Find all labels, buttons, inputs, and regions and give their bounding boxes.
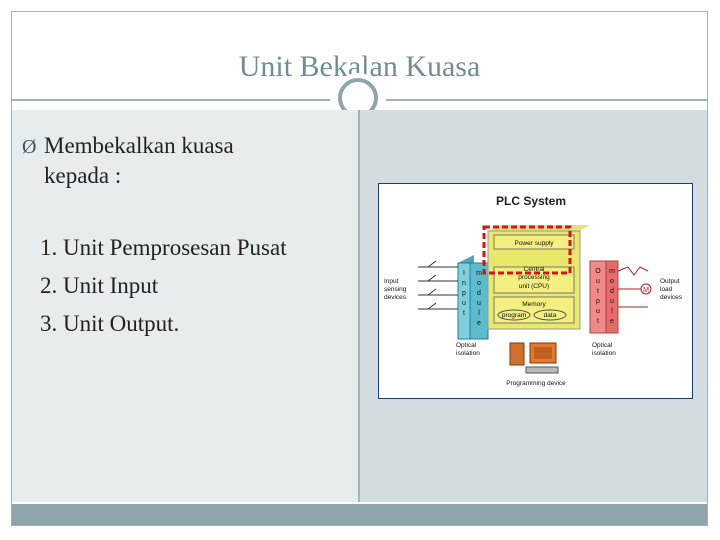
diagram-header xyxy=(379,184,692,222)
svg-text:Input: Input xyxy=(384,278,399,285)
svg-text:d: d xyxy=(477,290,481,297)
numbered-list: 1. Unit Pemprosesan Pusat 2. Unit Input … xyxy=(40,233,287,347)
svg-text:sensing: sensing xyxy=(384,286,407,293)
motor-symbol: M xyxy=(643,287,649,294)
slide-frame xyxy=(11,11,708,526)
input-devices-label: Input sensing devices xyxy=(384,278,407,301)
svg-text:p: p xyxy=(462,290,466,297)
svg-text:u: u xyxy=(596,308,600,315)
svg-text:I: I xyxy=(463,270,465,277)
svg-text:p: p xyxy=(596,298,600,305)
input-module-text: I n p u t m o d u l e xyxy=(462,270,482,327)
svg-text:l: l xyxy=(478,310,480,317)
svg-text:u: u xyxy=(610,298,614,305)
svg-text:t: t xyxy=(597,318,599,325)
input-switches xyxy=(418,260,458,310)
programming-device xyxy=(509,342,559,374)
input-module xyxy=(457,255,489,340)
svg-text:u: u xyxy=(477,300,481,307)
bullet-point: Ø Membekalkan kuasa xyxy=(22,131,234,162)
svg-text:data: data xyxy=(544,312,557,319)
output-loads xyxy=(617,266,652,308)
content-panel-left xyxy=(12,110,358,502)
svg-text:u: u xyxy=(462,300,466,307)
footer-bar xyxy=(12,504,707,525)
svg-text:Memory: Memory xyxy=(522,301,546,308)
svg-text:isolation: isolation xyxy=(456,350,480,357)
svg-text:t: t xyxy=(597,288,599,295)
slide-title: Unit Bekalan Kuasa xyxy=(238,50,481,83)
svg-text:processing: processing xyxy=(518,274,550,281)
list-item: 3. Unit Output. xyxy=(40,311,180,336)
svg-text:devices: devices xyxy=(384,294,407,301)
diagram-title: PLC System xyxy=(496,194,566,208)
svg-text:O: O xyxy=(595,268,601,275)
svg-text:u: u xyxy=(596,278,600,285)
svg-text:unit (CPU): unit (CPU) xyxy=(519,283,549,290)
bullet-arrow-icon: Ø xyxy=(22,136,37,158)
plc-system-diagram: PLC System I n p u t m o d u l e Power s… xyxy=(378,183,693,399)
svg-text:Power supply: Power supply xyxy=(514,240,554,247)
svg-text:Optical: Optical xyxy=(456,342,477,349)
output-devices-label: Output load devices xyxy=(660,278,683,301)
svg-text:n: n xyxy=(462,280,466,287)
svg-text:m: m xyxy=(476,270,482,277)
svg-text:d: d xyxy=(610,288,614,295)
svg-text:o: o xyxy=(477,280,481,287)
svg-text:isolation: isolation xyxy=(592,350,616,357)
power-supply-highlight xyxy=(482,225,572,275)
svg-text:Output: Output xyxy=(660,278,680,285)
svg-text:e: e xyxy=(610,318,614,325)
svg-text:e: e xyxy=(477,320,481,327)
bullet-text-line1: Membekalkan kuasa xyxy=(44,133,234,158)
svg-text:t: t xyxy=(463,310,465,317)
title-divider-left xyxy=(12,99,330,101)
svg-text:l: l xyxy=(611,308,613,315)
output-module-text: O u t p u t m o d u l e xyxy=(595,268,615,325)
svg-text:o: o xyxy=(610,278,614,285)
cpu-stack xyxy=(487,225,590,330)
title-divider-right xyxy=(386,99,707,101)
output-module xyxy=(589,260,619,334)
list-item: 1. Unit Pemprosesan Pusat xyxy=(40,235,287,260)
programming-device-label: Programming device xyxy=(506,380,566,387)
svg-text:devices: devices xyxy=(660,294,683,301)
svg-text:program: program xyxy=(502,312,526,319)
cpu-text: Power supply Central processing unit (CP… xyxy=(502,240,557,319)
bullet-text-line2: kepada : xyxy=(44,163,122,188)
svg-text:load: load xyxy=(660,286,673,293)
svg-text:Central: Central xyxy=(524,266,546,273)
optical-isolation-labels: Optical isolation Optical isolation xyxy=(456,342,616,357)
panel-separator xyxy=(358,110,360,502)
list-item: 2. Unit Input xyxy=(40,273,159,298)
svg-text:Optical: Optical xyxy=(592,342,613,349)
svg-text:m: m xyxy=(609,268,615,275)
